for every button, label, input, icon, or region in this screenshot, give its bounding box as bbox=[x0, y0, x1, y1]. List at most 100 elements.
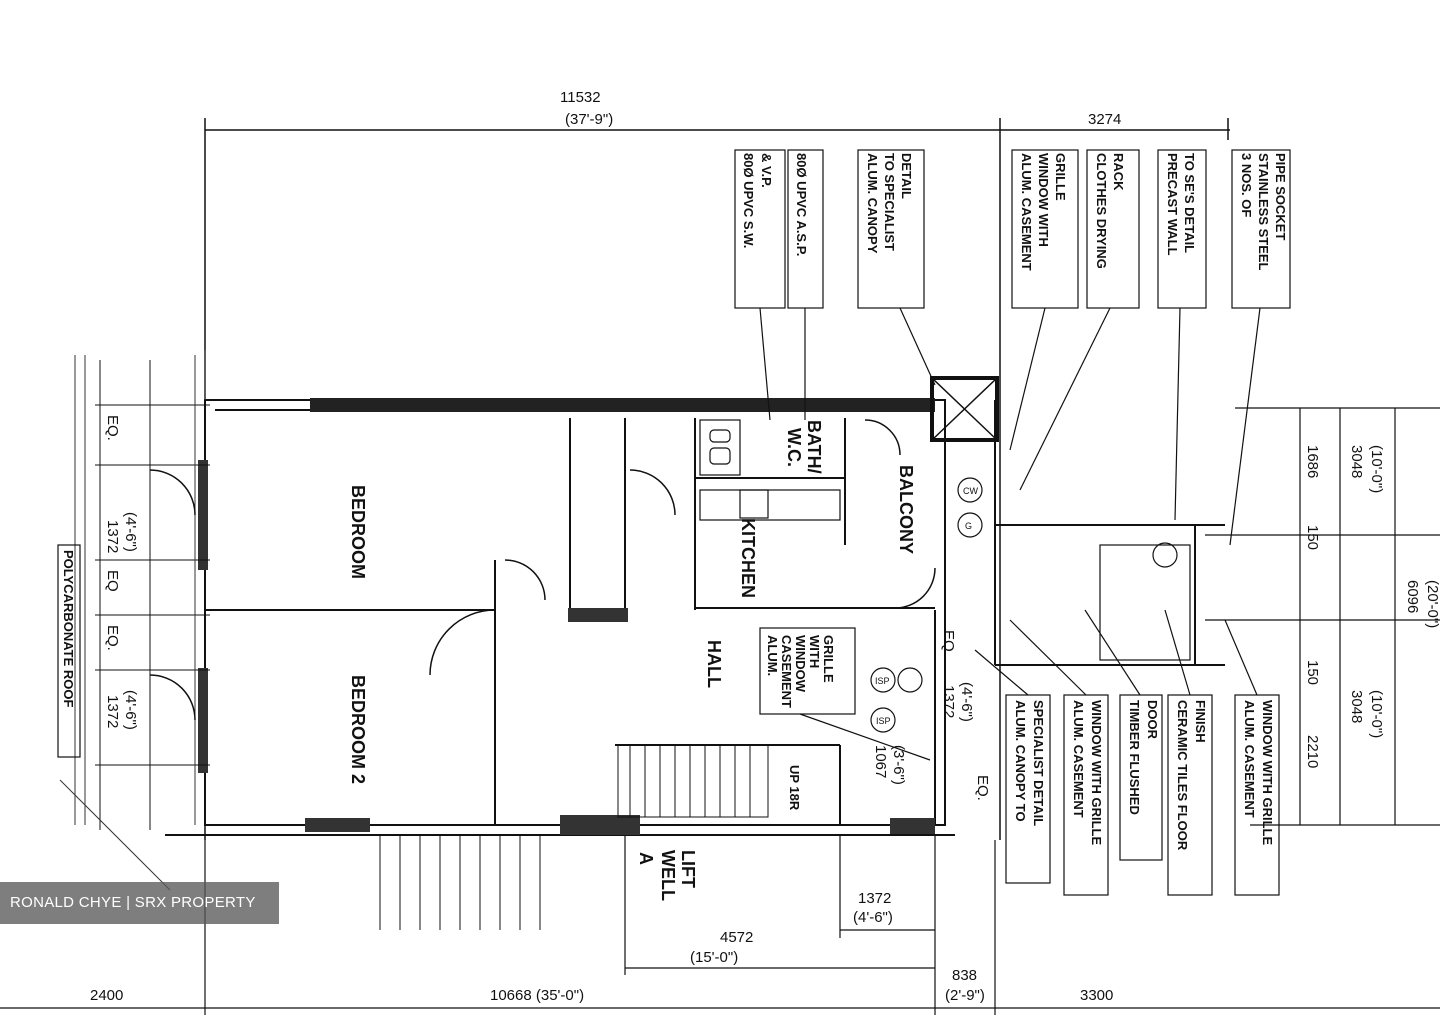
callout-hall-3: WINDOW bbox=[793, 635, 808, 693]
well-label: WELL bbox=[658, 850, 678, 901]
callout-rack-1: CLOTHES DRYING bbox=[1094, 153, 1109, 269]
callout-svp-1: 80Ø UPVC S.W. bbox=[741, 153, 756, 248]
dim-hall-1067: 1067 bbox=[872, 745, 889, 778]
callout-hall-2: CASEMENT bbox=[779, 635, 794, 708]
dim-150b: 150 bbox=[1304, 660, 1321, 685]
dim-left-1372a: 1372 bbox=[104, 520, 121, 553]
dim-3048a-imperial: (10'-0") bbox=[1368, 445, 1385, 493]
callouts-top bbox=[734, 149, 1291, 546]
dim-hall-1067-imperial: (3'-6") bbox=[890, 745, 907, 785]
right-dimension-line bbox=[1205, 407, 1440, 826]
dim-3048b-imperial: (10'-0") bbox=[1368, 690, 1385, 738]
callout-precast-2: TO SE'S DETAIL bbox=[1182, 153, 1197, 253]
bedroom-1-label: BEDROOM bbox=[348, 485, 368, 579]
dim-left-1372a-imperial: (4'-6") bbox=[122, 512, 139, 552]
callout-b-window-1: ALUM. CASEMENT bbox=[1242, 700, 1257, 818]
dim-left-1372b-imperial: (4'-6") bbox=[122, 690, 139, 730]
dim-bottom-left: 2400 bbox=[90, 987, 123, 1004]
callout-b-tiles-2: FINISH bbox=[1193, 700, 1208, 743]
staircase bbox=[379, 744, 769, 930]
dim-left-1372b: 1372 bbox=[104, 695, 121, 728]
callout-hall-5: GRILLE bbox=[821, 635, 836, 683]
dim-6096-imperial: (20'-0") bbox=[1424, 580, 1440, 628]
service-shaft bbox=[930, 376, 999, 442]
callouts-bottom bbox=[974, 609, 1280, 896]
column bbox=[890, 818, 935, 834]
roof-label: POLYCARBONATE ROOF bbox=[61, 550, 76, 708]
lift-label: LIFT bbox=[678, 850, 698, 888]
bedroom-2-label: BEDROOM 2 bbox=[348, 675, 368, 784]
bath-label: BATH/ bbox=[804, 420, 824, 474]
dim-eq2: EQ bbox=[104, 570, 121, 592]
callout-casement-3: GRILLE bbox=[1053, 153, 1068, 201]
dim-eq-right: EQ. bbox=[974, 775, 991, 801]
dim-hall-1372-imperial: (4'-6") bbox=[958, 682, 975, 722]
dim-eq3: EQ. bbox=[104, 625, 121, 651]
dim-bottom-main: 10668 (35'-0") bbox=[490, 987, 584, 1004]
fixtures bbox=[699, 419, 1191, 733]
callout-top-text: 80Ø UPVC S.W. & V.P. 80Ø UPVC A.S.P. ALU… bbox=[741, 153, 1288, 271]
callout-socket-1: 3 NOS. OF bbox=[1239, 153, 1254, 217]
dim-top-right: 3274 bbox=[1088, 111, 1121, 128]
left-dimension-labels: EQ. 1372 (4'-6") EQ EQ. 1372 (4'-6") bbox=[104, 415, 139, 730]
callout-bottom-text: ALUM. CANOPY TO SPECIALIST DETAIL ALUM. … bbox=[1013, 700, 1275, 851]
dim-door-1372: 1372 bbox=[858, 890, 891, 907]
callout-b-casement-2: WINDOW WITH GRILLE bbox=[1089, 700, 1104, 845]
dim-bottom-right: 3300 bbox=[1080, 987, 1113, 1004]
callout-socket-3: PIPE SOCKET bbox=[1273, 153, 1288, 240]
callout-precast-1: PRECAST WALL bbox=[1165, 153, 1180, 256]
left-window-grid bbox=[95, 360, 210, 830]
fixture-labels: CW G ISP ISP bbox=[875, 486, 978, 726]
watermark: RONALD CHYE | SRX PROPERTY bbox=[0, 882, 279, 924]
g-label: G bbox=[965, 521, 972, 531]
thick-wall bbox=[310, 398, 935, 412]
column bbox=[560, 815, 640, 835]
bottom-dimension-lines bbox=[0, 835, 1440, 1015]
callout-b-window-2: WINDOW WITH GRILLE bbox=[1260, 700, 1275, 845]
dim-2210: 2210 bbox=[1304, 735, 1321, 768]
callout-asp-1: 80Ø UPVC A.S.P. bbox=[794, 153, 809, 256]
dim-bottom-838-imperial: (2'-9") bbox=[945, 987, 985, 1004]
right-dimension-labels: 1686 150 150 2210 3048 (10'-0") 3048 (10… bbox=[1304, 445, 1440, 768]
callout-b-tiles-1: CERAMIC TILES FLOOR bbox=[1175, 700, 1190, 851]
doors bbox=[149, 419, 936, 721]
column bbox=[305, 818, 370, 832]
callout-hall-box bbox=[759, 627, 856, 715]
callout-b-casement-1: ALUM. CASEMENT bbox=[1071, 700, 1086, 818]
dim-lift-width: 4572 bbox=[720, 929, 753, 946]
callout-socket-2: STAINLESS STEEL bbox=[1256, 153, 1271, 271]
kitchen-label: KITCHEN bbox=[738, 518, 758, 598]
callout-canopy-1: ALUM. CANOPY bbox=[865, 153, 880, 254]
dim-1686: 1686 bbox=[1304, 445, 1321, 478]
dim-eq1: EQ. bbox=[104, 415, 121, 441]
dim-lift-width-imperial: (15'-0") bbox=[690, 949, 738, 966]
callout-casement-2: WINDOW WITH bbox=[1036, 153, 1051, 247]
dim-door-1372-imperial: (4'-6") bbox=[853, 909, 893, 926]
dim-150a: 150 bbox=[1304, 525, 1321, 550]
callout-canopy-3: DETAIL bbox=[899, 153, 914, 199]
isp-label: ISP bbox=[875, 676, 890, 686]
callout-svp-2: & V.P. bbox=[759, 153, 774, 188]
balcony-label: BALCONY bbox=[896, 465, 916, 554]
callout-rack-2: RACK bbox=[1111, 153, 1126, 191]
stair-up-label: UP 18R bbox=[787, 765, 802, 811]
walls bbox=[165, 399, 1225, 836]
roof-label-box bbox=[57, 544, 81, 758]
dim-bottom-838: 838 bbox=[952, 967, 977, 984]
callout-b-door-1: TIMBER FLUSHED bbox=[1127, 700, 1142, 815]
dim-hall-1372: 1372 bbox=[940, 685, 957, 718]
callout-hall-4: WITH bbox=[807, 635, 822, 668]
cw-label: CW bbox=[963, 486, 978, 496]
wc-label: W.C. bbox=[784, 428, 804, 467]
window-frame bbox=[198, 460, 208, 570]
lift-a-label: A bbox=[636, 852, 656, 865]
column bbox=[568, 608, 628, 622]
callout-b-canopy-2: SPECIALIST DETAIL bbox=[1031, 700, 1046, 826]
callout-hall-text: ALUM. CASEMENT WINDOW WITH GRILLE bbox=[765, 635, 836, 708]
callout-b-canopy-1: ALUM. CANOPY TO bbox=[1013, 700, 1028, 822]
callout-hall-1: ALUM. bbox=[765, 635, 780, 676]
dim-3048a: 3048 bbox=[1348, 445, 1365, 478]
hall-label: HALL bbox=[704, 640, 724, 688]
window-frame bbox=[198, 668, 208, 773]
